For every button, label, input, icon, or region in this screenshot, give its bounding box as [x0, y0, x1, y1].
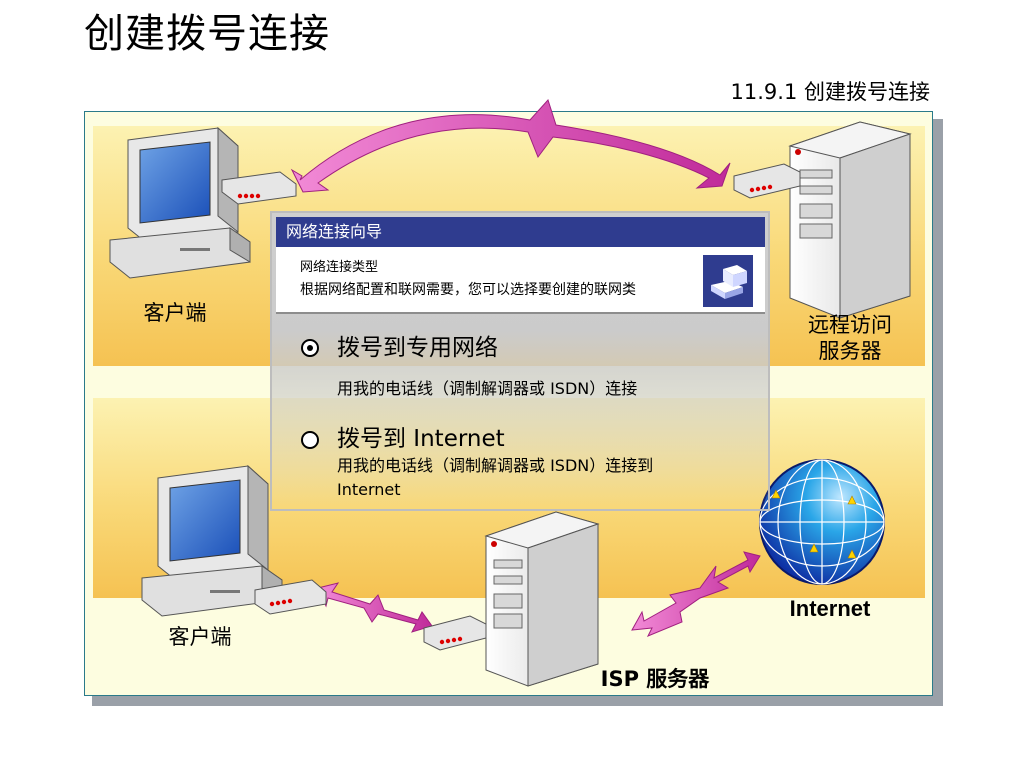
page-title: 创建拨号连接: [84, 11, 330, 57]
top-link-arrow: [290, 99, 731, 193]
remote-server-label-line2: 服务器: [818, 339, 882, 363]
remote-server-label-line1: 远程访问: [808, 313, 892, 337]
internet-globe-icon: [759, 459, 885, 585]
bottom-client-label: 客户端: [168, 625, 232, 649]
bottom-right-link-arrow: [631, 551, 761, 637]
wizard-header-title: 网络连接类型: [300, 260, 379, 275]
wizard-header: 网络连接类型 根据网络配置和联网需要，您可以选择要创建的联网类: [276, 247, 765, 314]
internet-radio[interactable]: [301, 431, 319, 449]
remote-access-server-icon: [733, 121, 912, 319]
internet-option-desc-line1: 用我的电话线（调制解调器或 ISDN）连接到: [337, 456, 654, 475]
internet-option-label[interactable]: 拨号到 Internet: [337, 426, 505, 452]
private-network-radio[interactable]: [301, 339, 319, 357]
wizard-header-desc: 根据网络配置和联网需要，您可以选择要创建的联网类: [300, 282, 636, 298]
bottom-client-computer-icon: [141, 464, 327, 617]
isp-server-label: ISP 服务器: [600, 667, 710, 691]
section-label: 11.9.1 创建拨号连接: [730, 80, 930, 104]
top-client-label: 客户端: [143, 301, 207, 325]
bottom-left-link-arrow: [317, 582, 433, 633]
isp-server-icon: [423, 511, 600, 687]
private-network-option-desc: 用我的电话线（调制解调器或 ISDN）连接: [337, 379, 638, 398]
private-network-option-label[interactable]: 拨号到专用网络: [337, 335, 498, 361]
network-connection-icon: [703, 255, 753, 307]
top-client-computer-icon: [109, 126, 297, 279]
internet-option-desc-line2: Internet: [337, 480, 401, 499]
wizard-titlebar: 网络连接向导: [276, 217, 765, 247]
internet-label: Internet: [789, 596, 871, 621]
